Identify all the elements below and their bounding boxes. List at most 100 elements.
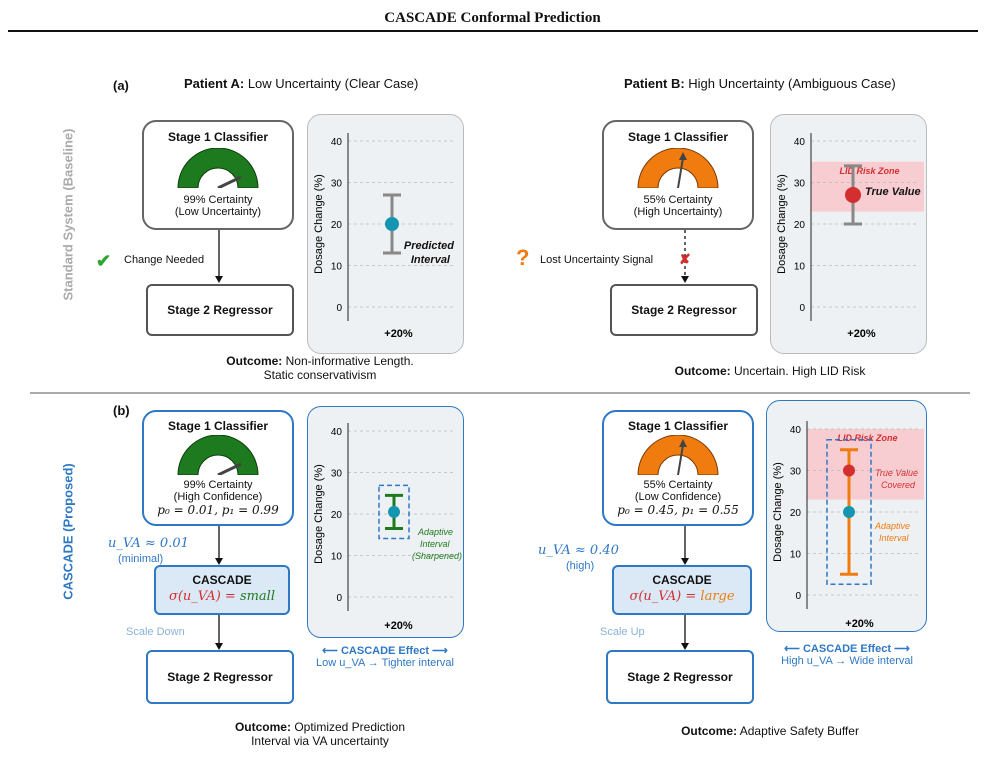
x-tick-label: +20% <box>384 328 413 340</box>
annot-sharpened: (Sharpened) <box>412 551 462 561</box>
tick-label: 30 <box>790 467 802 478</box>
y-axis-label: Dosage Change (%) <box>313 464 325 564</box>
tick-label: 40 <box>794 137 806 148</box>
tick-label: 30 <box>331 179 343 190</box>
stage1-classifier-a2: Stage 1 Classifier 55% Certainty (High U… <box>602 120 754 230</box>
annot-covered: Covered <box>881 480 916 490</box>
tick-label: 40 <box>331 137 343 148</box>
gauge-icon <box>637 148 719 188</box>
figure-title: CASCADE Conformal Prediction <box>384 10 601 26</box>
point-estimate <box>843 506 855 518</box>
tick-label: 20 <box>331 220 343 231</box>
cascade-box-b2: CASCADE σ(u_VA) = large <box>612 565 752 615</box>
tick-label: 30 <box>331 469 343 480</box>
scale-up-label: Scale Up <box>600 626 645 638</box>
tick-label: 20 <box>794 220 806 231</box>
patient-b-heading: Patient B: High Uncertainty (Ambiguous C… <box>624 76 896 91</box>
adaptive-box <box>826 439 872 585</box>
arrow-b2-bottom <box>681 615 689 650</box>
tick-label: 20 <box>331 510 343 521</box>
stage1-classifier-a1: Stage 1 Classifier 99% Certainty (Low Un… <box>142 120 294 230</box>
plot-a2: LID Risk Zone 40 30 20 10 0 Dosage Change (%) +… <box>770 114 927 354</box>
plot-a2-svg: LID Risk Zone 40 30 20 10 0 Dosage Change (%) +… <box>776 133 924 340</box>
annot-interval: Interval <box>411 254 451 266</box>
arrow-b1-top <box>215 526 223 565</box>
arrow-b1-bottom <box>215 615 223 650</box>
stage2-regressor-b1: Stage 2 Regressor <box>146 650 294 704</box>
annot-interval: Interval <box>420 539 451 549</box>
patient-a-heading: Patient A: Low Uncertainty (Clear Case) <box>184 76 419 91</box>
stage2-regressor-b2: Stage 2 Regressor <box>606 650 754 704</box>
gauge-icon <box>177 148 259 188</box>
tick-label: 10 <box>790 550 802 561</box>
y-axis-label: Dosage Change (%) <box>772 462 784 562</box>
tick-label: 0 <box>799 303 805 314</box>
tick-label: 40 <box>331 427 343 438</box>
annot-adaptive: Adaptive <box>874 521 910 531</box>
plot-b2: LID Risk Zone 40 30 20 10 0 Dosage Change (%) +… <box>766 400 927 632</box>
plot-a1-svg: 40 30 20 10 0 Dosage Change (%) +20% PredictedI… <box>313 133 455 340</box>
outcome-a2: Outcome: Uncertain. High LID Risk <box>674 364 866 378</box>
x-tick-label: +20% <box>847 328 876 340</box>
true-value-point <box>843 464 855 477</box>
row-label-baseline: Standard System (Baseline) <box>60 128 76 301</box>
effect-b2: ⟵ CASCADE Effect ⟶High u_VA → Wide inter… <box>781 643 913 667</box>
y-axis-label: Dosage Change (%) <box>776 174 788 274</box>
checkmark-icon: ✔ <box>96 251 112 271</box>
x-tick-label: +20% <box>845 618 874 630</box>
tick-label: 20 <box>790 508 802 519</box>
cascade-box-b1: CASCADE σ(u_VA) = small <box>154 565 290 615</box>
annot-predicted: Predicted <box>404 240 454 252</box>
row-label-cascade: CASCADE (Proposed) <box>60 463 76 600</box>
u-va-note-b1: (minimal) <box>118 553 164 565</box>
tick-label: 10 <box>331 262 343 273</box>
arrow-a1 <box>215 230 223 283</box>
tick-label: 10 <box>331 552 343 563</box>
annot-true-value: True Value <box>865 186 921 198</box>
annot-true-value: True Value <box>875 468 918 478</box>
point-estimate <box>845 186 861 203</box>
gauge-icon <box>637 435 719 475</box>
tick-label: 10 <box>794 262 806 273</box>
outcome-b2: Outcome: Adaptive Safety Buffer <box>681 724 859 738</box>
plot-b2-svg: LID Risk Zone 40 30 20 10 0 Dosage Change (%) +… <box>772 421 924 630</box>
point-estimate <box>388 505 400 518</box>
tick-label: 0 <box>336 593 342 604</box>
panel-b-label: (b) <box>113 403 130 418</box>
scale-down-label: Scale Down <box>126 626 185 638</box>
u-va-label-b1: u_VA ≈ 0.01 <box>108 536 189 551</box>
stage2-regressor-a2: Stage 2 Regressor <box>610 284 758 336</box>
lid-risk-zone <box>811 161 924 212</box>
title-rule <box>8 30 978 32</box>
u-va-note-b2: (high) <box>566 560 595 572</box>
annot-interval: Interval <box>879 533 910 543</box>
zone-label: LID Risk Zone <box>837 433 897 443</box>
stage1-classifier-b1: Stage 1 Classifier 99% Certainty (High C… <box>142 410 294 526</box>
arrow-a2-dashed <box>681 230 689 283</box>
gauge-icon <box>177 435 259 475</box>
arrow-b2-top <box>681 526 689 565</box>
point-estimate <box>385 217 399 231</box>
tick-label: 0 <box>336 303 342 314</box>
change-needed-label: Change Needed <box>124 254 205 266</box>
zone-label: LID Risk Zone <box>839 166 899 176</box>
y-axis-label: Dosage Change (%) <box>313 174 325 274</box>
effect-b1: ⟵ CASCADE Effect ⟶Low u_VA → Tighter int… <box>316 645 454 669</box>
adaptive-box <box>378 484 410 540</box>
stage1-classifier-b2: Stage 1 Classifier 55% Certainty (Low Co… <box>602 410 754 526</box>
outcome-a1: Outcome: Non-informative Length.Static c… <box>226 354 414 382</box>
stage2-regressor-a1: Stage 2 Regressor <box>146 284 294 336</box>
tick-label: 40 <box>790 425 802 436</box>
section-divider <box>30 392 970 394</box>
u-va-label-b2: u_VA ≈ 0.40 <box>538 543 619 558</box>
x-tick-label: +20% <box>384 620 413 632</box>
question-icon: ? <box>516 245 530 270</box>
tick-label: 0 <box>795 591 801 602</box>
tick-label: 30 <box>794 179 806 190</box>
lost-signal-label: Lost Uncertainty Signal <box>540 254 654 266</box>
panel-a-label: (a) <box>113 78 129 93</box>
